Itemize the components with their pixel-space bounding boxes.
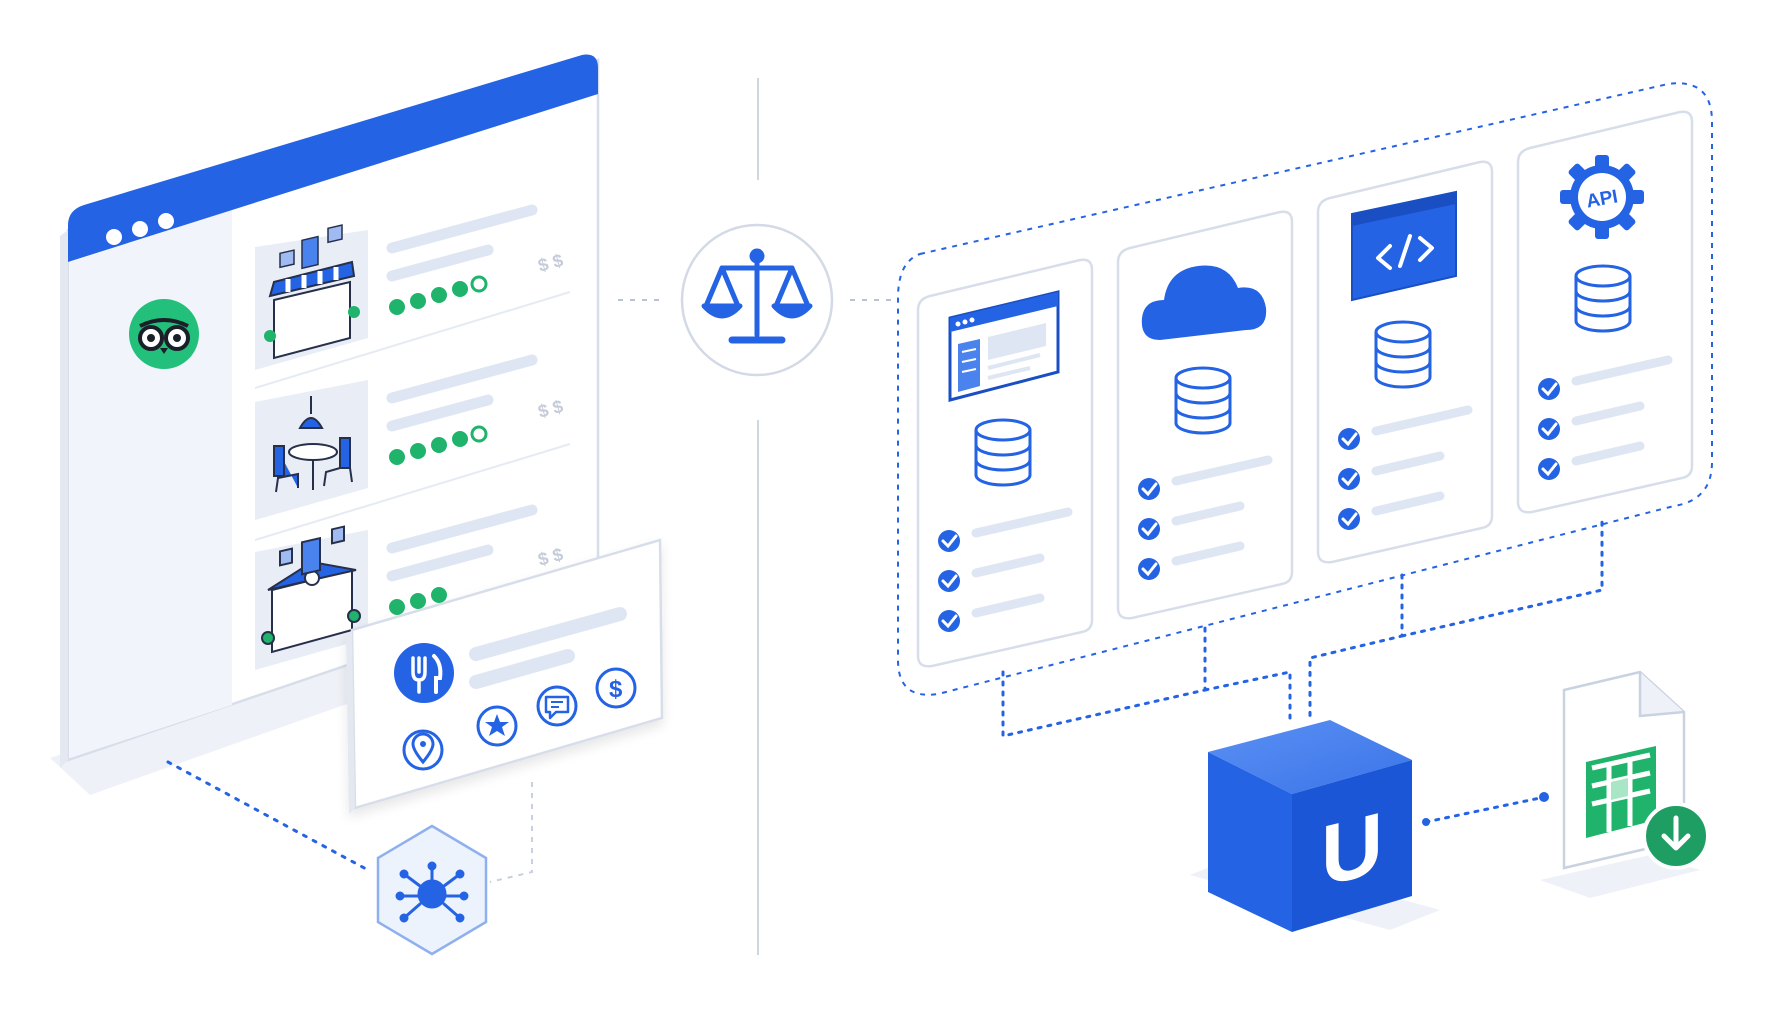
- svg-text:$: $: [609, 676, 623, 703]
- center-divider: [618, 78, 895, 955]
- spider-bot-icon: [395, 861, 469, 923]
- check-list: [938, 507, 1073, 632]
- sheet-grid: [1586, 746, 1656, 838]
- browser-window-icon: [948, 290, 1060, 402]
- location-pin-icon[interactable]: [402, 729, 444, 771]
- comparison-node: [680, 223, 834, 377]
- export-connector: [1424, 796, 1542, 824]
- hub-connectors: [1001, 520, 1604, 738]
- tripadvisor-owl-icon: [129, 299, 199, 369]
- hotel-building-icon: [261, 525, 361, 654]
- detail-card-content: $: [394, 607, 637, 771]
- scraper-node[interactable]: [376, 824, 488, 956]
- listing-row[interactable]: $ $: [254, 354, 571, 541]
- check-list: [1338, 405, 1473, 530]
- rating-dots: [389, 275, 488, 315]
- method-card-api[interactable]: API: [1516, 110, 1694, 514]
- window-dots: [106, 213, 174, 245]
- balance-scale-icon: [701, 248, 813, 344]
- download-arrow-icon[interactable]: [1642, 802, 1710, 870]
- methods-group-frame: [897, 82, 1713, 696]
- cloud-icon: [1141, 265, 1267, 340]
- hub-letter: U: [1321, 793, 1383, 905]
- database-icon: [1374, 320, 1432, 389]
- storefront-icon: [264, 224, 360, 360]
- comment-icon[interactable]: [536, 685, 578, 727]
- scraper-connectors: [166, 760, 533, 883]
- fork-knife-icon: [394, 643, 454, 703]
- rating-dots: [389, 425, 488, 465]
- check-list: [1538, 355, 1673, 480]
- api-gear-icon: API: [1560, 155, 1644, 239]
- hub-cube[interactable]: U: [1190, 720, 1440, 932]
- method-card-code[interactable]: [1316, 160, 1494, 564]
- database-icon: [1174, 366, 1232, 435]
- listing-row[interactable]: $ $: [254, 204, 571, 389]
- spreadsheet-file-icon[interactable]: [1540, 670, 1710, 898]
- method-card-cloud[interactable]: [1116, 210, 1294, 620]
- listing-row[interactable]: $ $: [255, 504, 565, 670]
- star-icon[interactable]: [476, 705, 518, 747]
- dollar-icon[interactable]: $: [595, 667, 637, 709]
- code-window-icon: [1351, 190, 1457, 302]
- database-icon: [1574, 264, 1632, 333]
- database-icon: [974, 418, 1032, 487]
- rating-dots: [389, 587, 447, 615]
- check-list: [1138, 455, 1273, 580]
- method-card-browser[interactable]: [916, 258, 1094, 668]
- dining-table-icon: [273, 396, 353, 493]
- cube-logo: U: [1321, 793, 1383, 905]
